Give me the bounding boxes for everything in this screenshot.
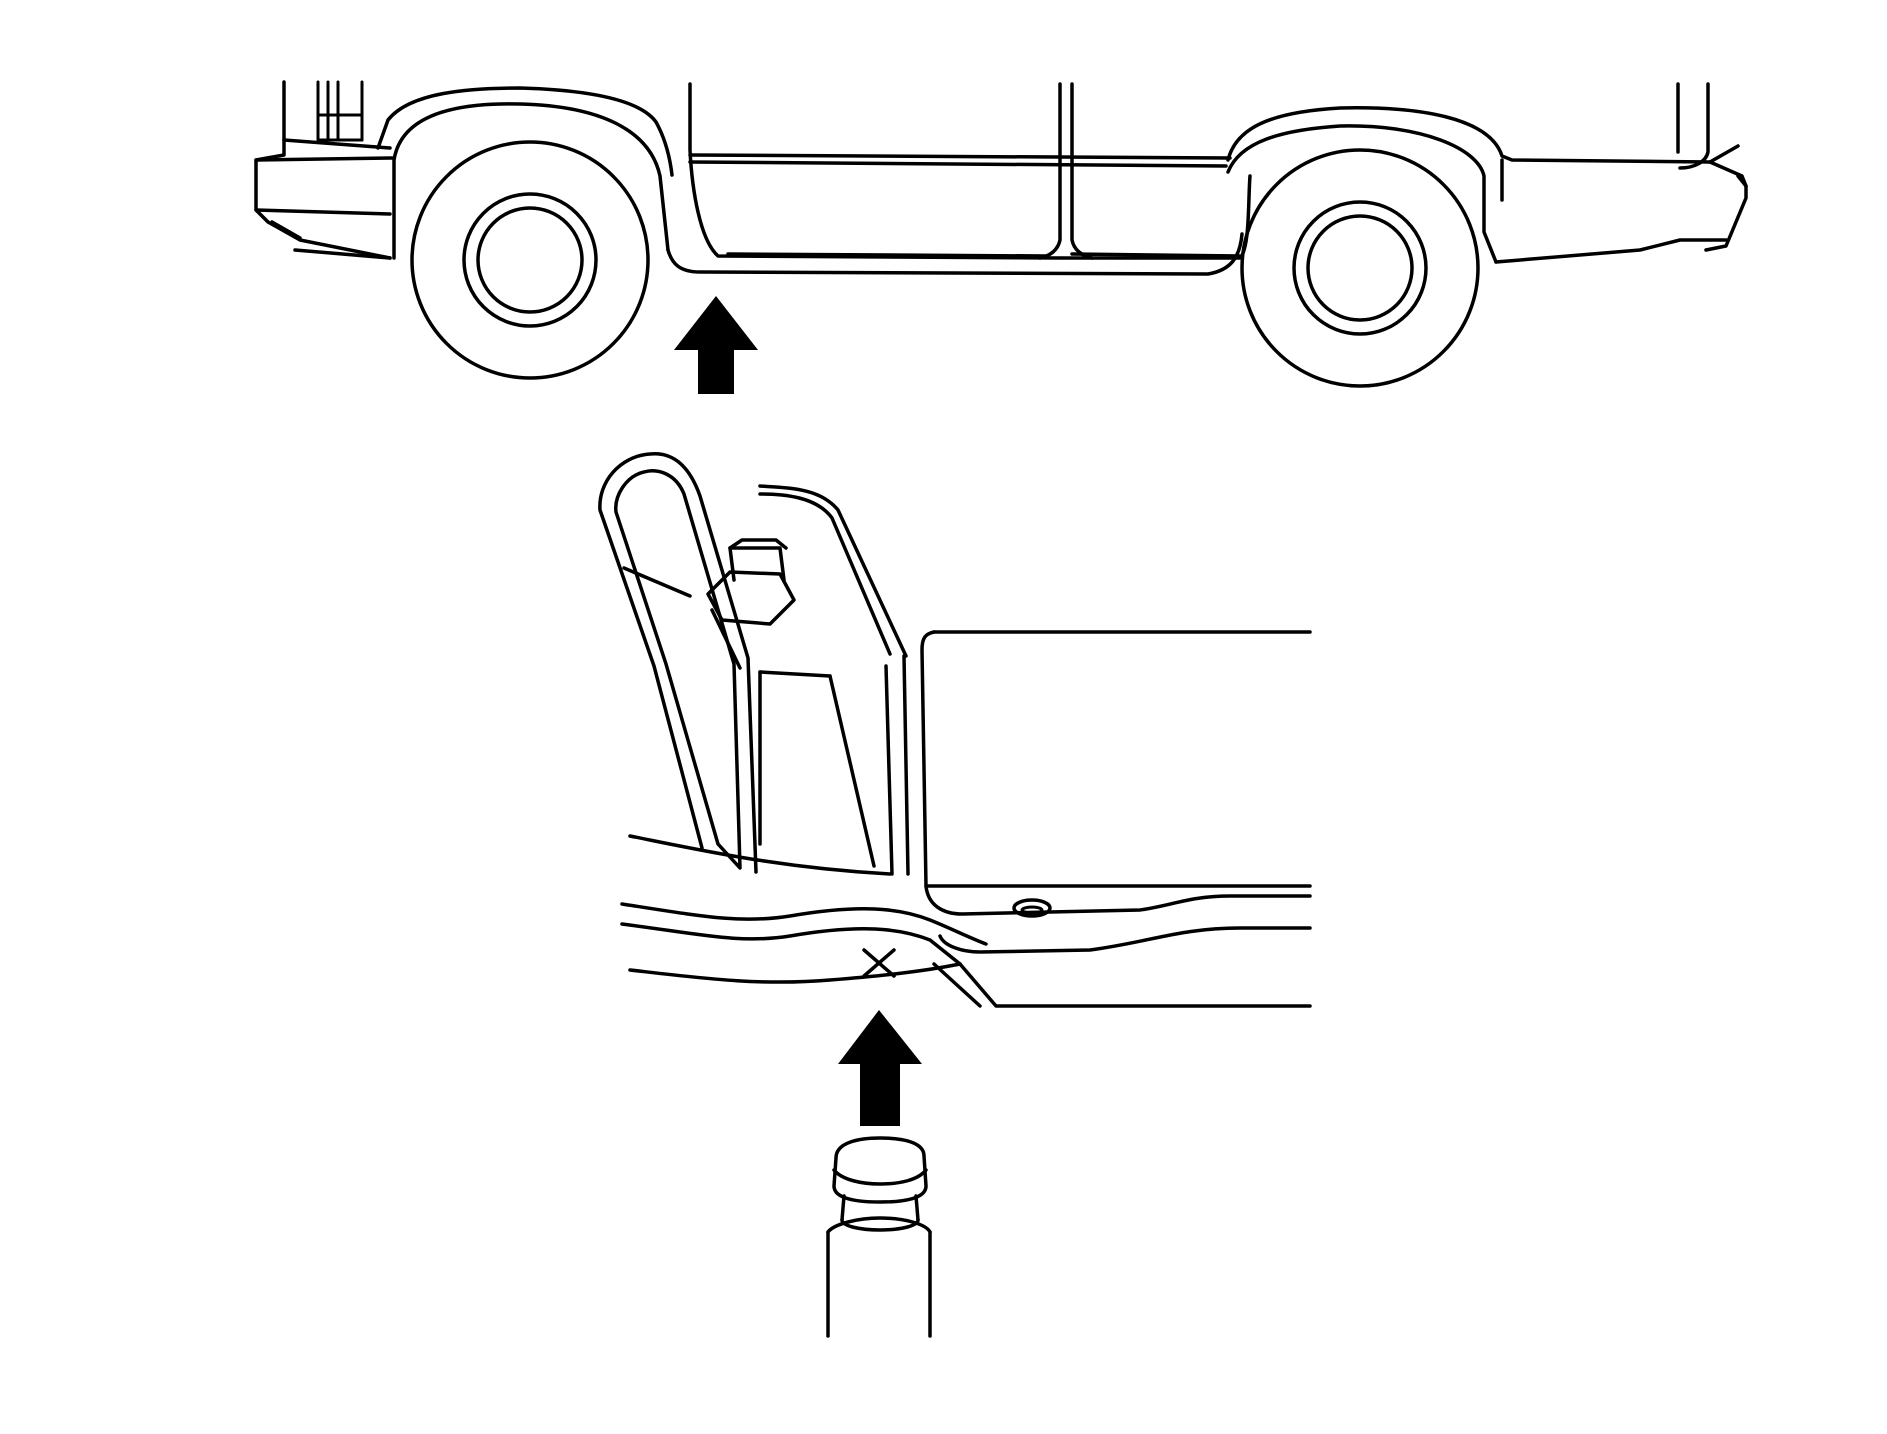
body-side bbox=[666, 82, 1252, 276]
frame-rail bbox=[920, 630, 1312, 1008]
front-wheel bbox=[410, 140, 650, 380]
front-fender bbox=[376, 86, 674, 177]
spring-hanger bbox=[598, 452, 910, 876]
rear-wheel-arch bbox=[1226, 124, 1498, 264]
frame-flange bbox=[620, 834, 988, 984]
frame-hole bbox=[1012, 898, 1052, 918]
vehicle-side-view bbox=[254, 80, 1748, 394]
bolt-head bbox=[622, 538, 796, 670]
lift-arrow-detail bbox=[838, 1010, 922, 1126]
lift-pad bbox=[826, 1136, 932, 1338]
lift-point-marker bbox=[862, 948, 896, 978]
rear-bumper bbox=[1494, 82, 1748, 264]
grille bbox=[282, 80, 392, 150]
front-wheel-arch bbox=[392, 102, 670, 260]
front-bumper bbox=[254, 80, 394, 260]
frame-detail-view bbox=[598, 452, 1312, 1338]
rear-wheel bbox=[1240, 148, 1480, 388]
lift-arrow-vehicle bbox=[674, 296, 758, 394]
rear-fender bbox=[1226, 106, 1740, 164]
